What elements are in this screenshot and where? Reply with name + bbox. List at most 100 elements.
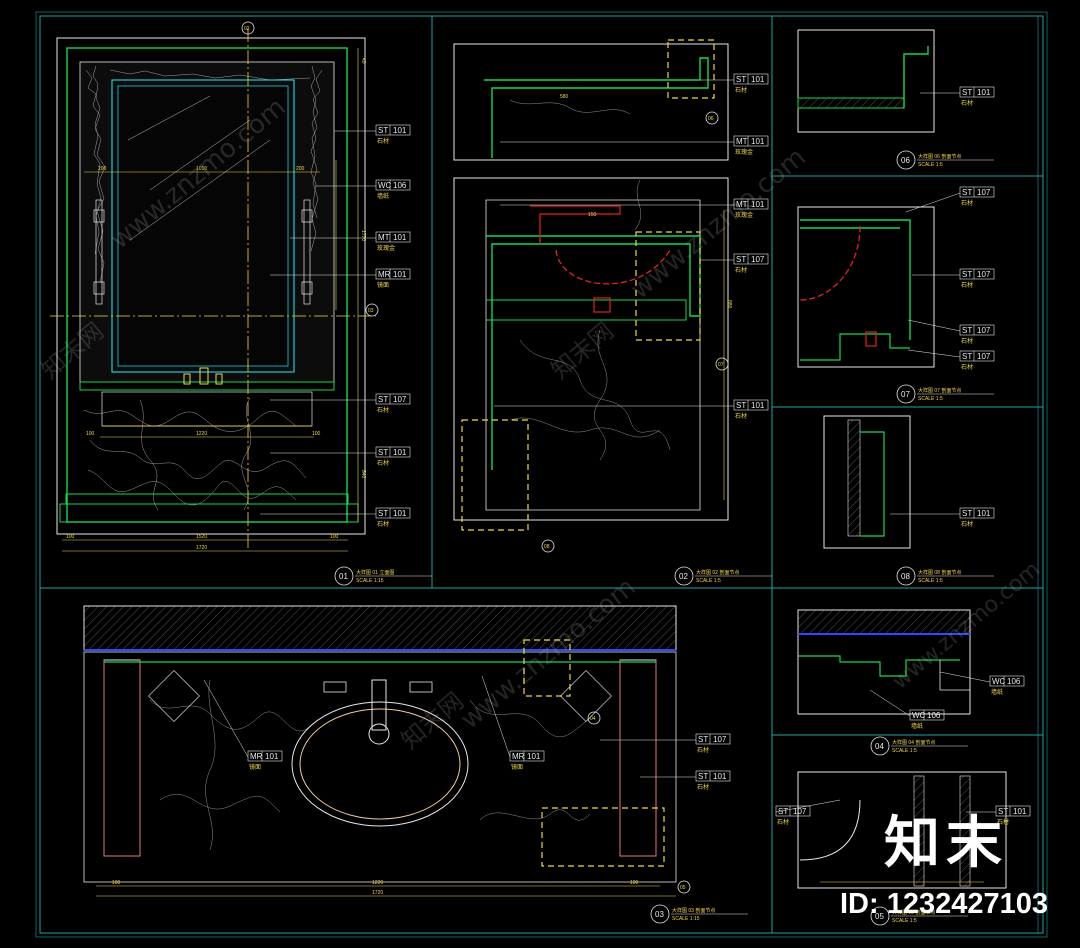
mirror-brackets <box>93 199 313 305</box>
view-title-text: 大样图 05 剖面节点 <box>892 909 935 916</box>
view-title-text: 大样图 06 剖面节点 <box>918 153 961 160</box>
tag-material: 石材 <box>697 783 709 791</box>
marker-label: 02 <box>244 26 250 32</box>
section-marker-08: 08 <box>541 539 555 553</box>
tag-number: 101 <box>393 509 407 518</box>
tag-code: ST <box>778 807 788 816</box>
tag-code: WC <box>992 677 1006 686</box>
tag-code: ST <box>736 255 746 264</box>
dim-03-1720: 1720 <box>372 890 383 896</box>
tag-code: ST <box>378 395 388 404</box>
dim-counter-right: 100 <box>312 431 321 437</box>
tag-number: 101 <box>977 509 991 518</box>
tag-code: ST <box>962 352 972 361</box>
tag-number: 107 <box>751 255 765 264</box>
tag-code: ST <box>698 772 708 781</box>
tag-code: ST <box>378 509 388 518</box>
tag-code: WC <box>378 181 392 190</box>
tag-material: 镜面 <box>511 763 523 771</box>
marker-label: 07 <box>718 362 724 368</box>
tag-material: 石材 <box>961 99 973 107</box>
view-scale: SCALE 1:5 <box>918 578 943 584</box>
tag-material: 镜面 <box>377 281 389 289</box>
tag-material: 石材 <box>735 412 747 420</box>
view-title-text: 大样图 08 剖面节点 <box>918 569 961 576</box>
view-number: 06 <box>901 156 910 165</box>
dim-base-right: 100 <box>330 534 339 540</box>
tag-material: 墙纸 <box>911 722 923 730</box>
view-scale: SCALE 1:5 <box>892 748 917 754</box>
tag-number: 101 <box>751 75 765 84</box>
dim-02-580: 580 <box>560 94 569 100</box>
tag-code: MR <box>250 752 263 761</box>
dim-height: 1770 <box>360 230 366 241</box>
tag-number: 107 <box>977 326 991 335</box>
tag-code: ST <box>698 735 708 744</box>
brand-logo: 知末 <box>884 811 1008 876</box>
view-08-detail <box>823 415 911 549</box>
dim-03-left: 100 <box>112 880 121 886</box>
view-title-text: 大样图 02 剖面节点 <box>696 569 739 576</box>
dim-base-left: 100 <box>66 534 75 540</box>
dim-top-40: 40 <box>360 58 366 64</box>
tag-number: 101 <box>977 88 991 97</box>
tag-number: 107 <box>977 270 991 279</box>
view-scale: SCALE 1:5 <box>892 918 917 924</box>
tag-code: ST <box>962 326 972 335</box>
tag-material: 石材 <box>697 746 709 754</box>
view-07-detail <box>797 206 935 368</box>
view-06-detail <box>797 29 935 133</box>
tag-material: 石材 <box>997 818 1009 826</box>
tag-code: MT <box>378 233 390 242</box>
tag-material: 石材 <box>377 520 389 528</box>
view-title-text: 大样图 04 剖面节点 <box>892 739 935 746</box>
material-tag-st101: ST 101 石材 <box>375 507 411 528</box>
tag-material: 石材 <box>961 337 973 345</box>
tag-code: ST <box>998 807 1008 816</box>
tag-number: 107 <box>793 807 807 816</box>
view-number: 07 <box>901 390 910 399</box>
tag-material: 石材 <box>377 406 389 414</box>
view-number: 01 <box>339 572 348 581</box>
dim-02-150: 150 <box>588 212 597 218</box>
tag-number: 101 <box>393 126 407 135</box>
panel-frames <box>35 11 1048 938</box>
tag-code: ST <box>962 270 972 279</box>
marble-veining-03 <box>149 679 591 851</box>
view-scale: SCALE 1:5 <box>918 396 943 402</box>
tag-material: 石材 <box>377 137 389 145</box>
section-marker-06: 06 <box>705 111 719 125</box>
dim-counter-width: 1220 <box>196 431 207 437</box>
view-scale: SCALE 1:5 <box>918 162 943 168</box>
section-marker-07: 07 <box>715 357 729 371</box>
view-05-detail <box>797 771 1007 889</box>
tag-material: 石材 <box>961 363 973 371</box>
tag-code: ST <box>962 188 972 197</box>
tag-material: 玫瑰金 <box>735 211 753 219</box>
tag-number: 101 <box>393 233 407 242</box>
section-marker-03: 03 <box>365 303 379 317</box>
tag-number: 101 <box>751 137 765 146</box>
view-title-text: 大样图 03 剖面节点 <box>672 907 715 914</box>
view-scale: SCALE 1:15 <box>356 578 384 584</box>
tag-material: 墙纸 <box>991 688 1003 696</box>
dim-03-1220: 1220 <box>372 880 383 886</box>
